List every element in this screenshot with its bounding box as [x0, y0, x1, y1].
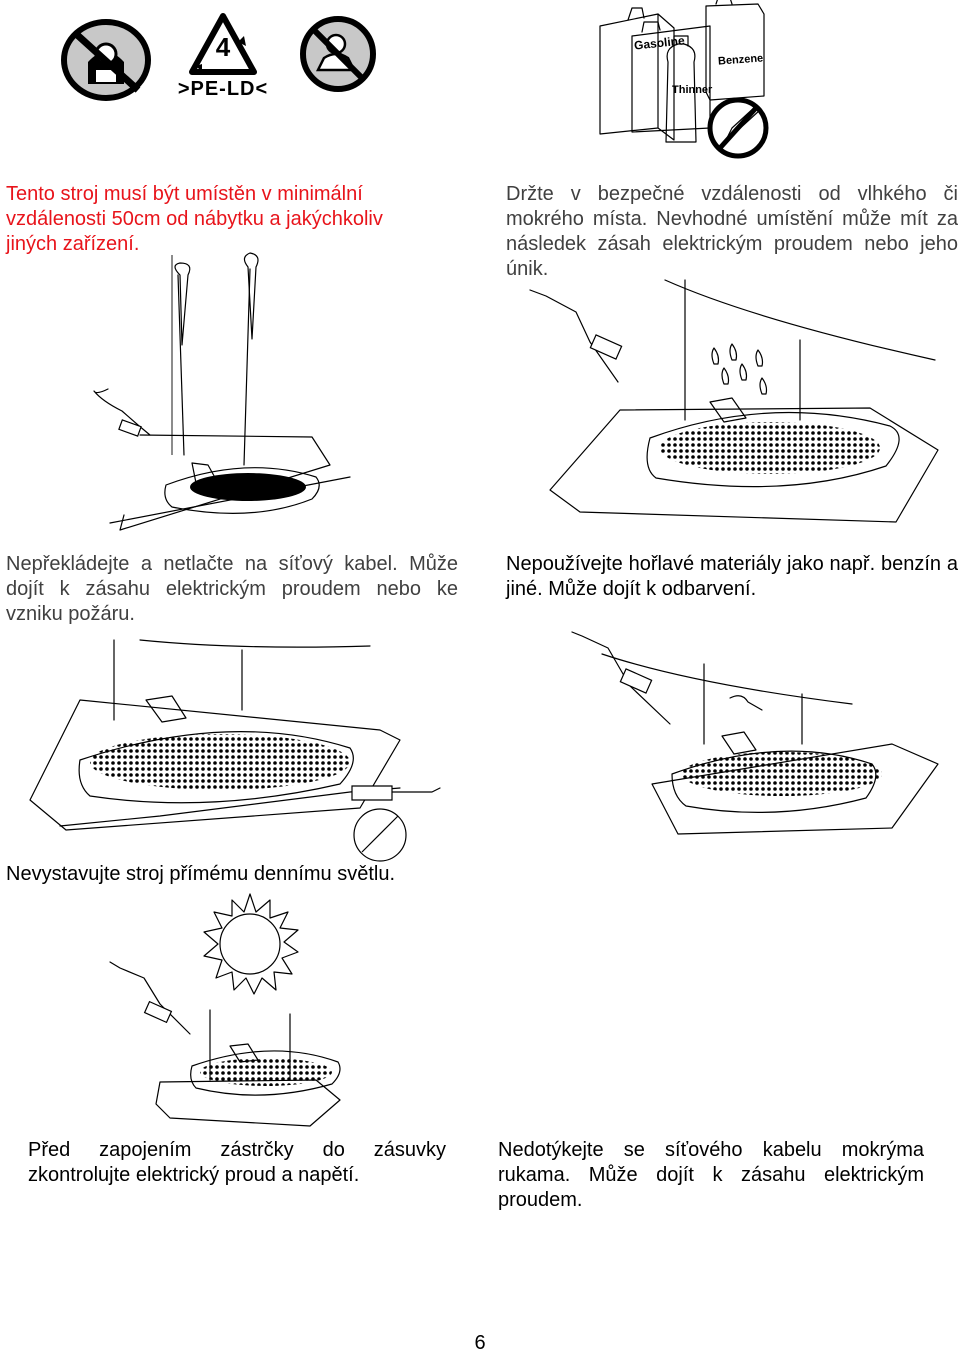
- illustration-cable-machine: [20, 640, 460, 850]
- warning-cable-text: Nepřekládejte a netlačte na síťový kabel…: [6, 553, 458, 625]
- illustration-moisture-machine: [510, 280, 938, 528]
- thinner-label: Thinner: [672, 84, 713, 96]
- warning-voltage-text: Před zapojením zástrčky do zásuvky zkont…: [28, 1139, 446, 1186]
- flammable-containers-illustration: Gasoline Thinner Benzene: [598, 0, 770, 160]
- illustration-handles-machine: [80, 255, 350, 530]
- page-number: 6: [474, 1332, 486, 1354]
- warning-distance-text: Tento stroj musí být umístěn v minimální…: [6, 183, 383, 255]
- recycle-number: 4: [215, 32, 231, 62]
- recycle-pe-ld-icon: 4 >PE-LD<: [178, 12, 268, 104]
- recycle-code: >PE-LD<: [177, 78, 269, 100]
- warning-flammable-text: Nepoužívejte hořlavé materiály jako např…: [506, 553, 958, 600]
- warning-wet-hands-text: Nedotýkejte se síťového kabelu mokrýma r…: [498, 1139, 924, 1211]
- illustration-sunlight-machine: [100, 890, 340, 1130]
- no-child-icon: [58, 18, 154, 102]
- warning-moisture-text: Držte v bezpečné vzdálenosti od vlhkého …: [506, 183, 958, 280]
- no-baby-icon: [298, 14, 378, 94]
- illustration-flammable-machine: [562, 624, 942, 834]
- sun-icon: [204, 894, 298, 994]
- warning-sunlight-text: Nevystavujte stroj přímému dennímu světl…: [6, 863, 396, 885]
